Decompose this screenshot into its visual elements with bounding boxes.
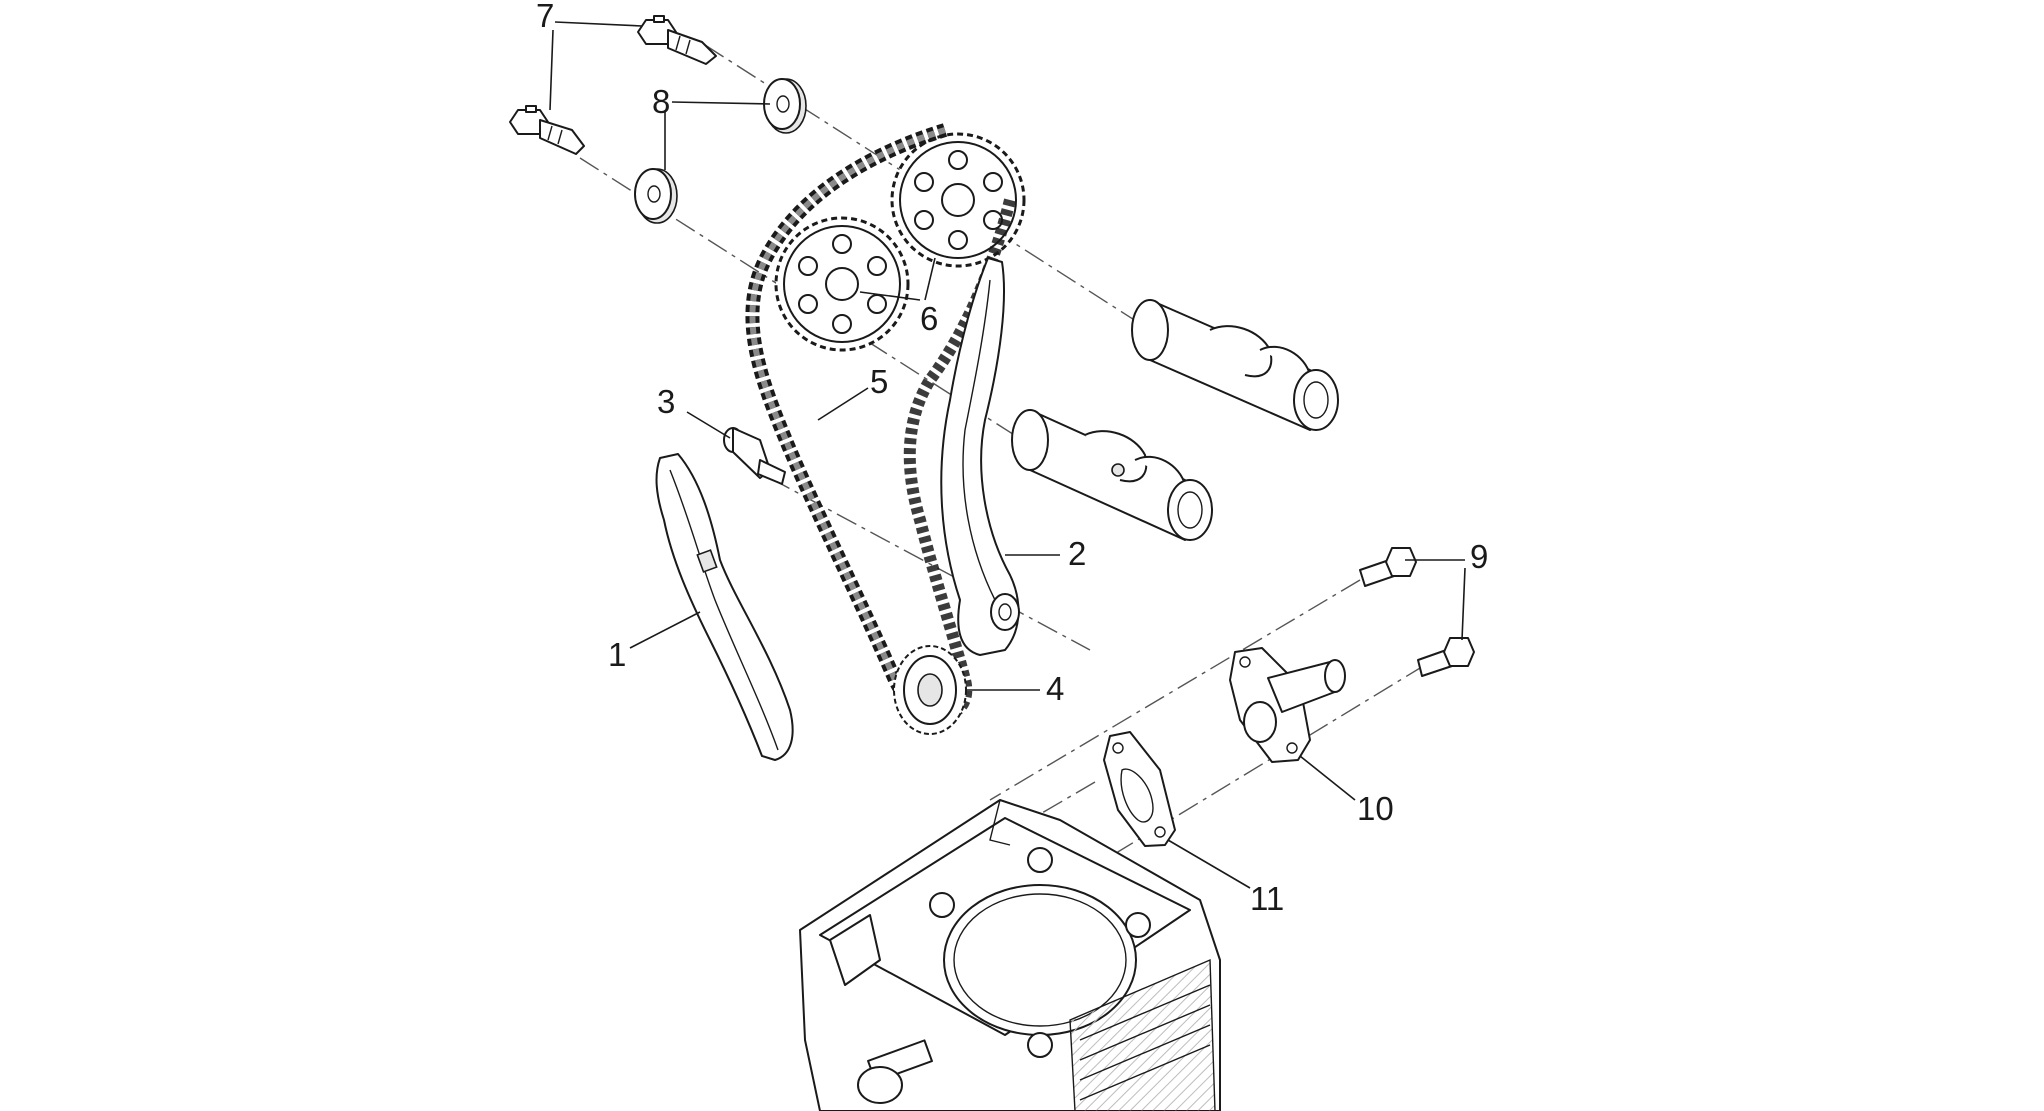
callout-5: 5 xyxy=(870,363,888,400)
cylinder-block xyxy=(799,799,1221,1111)
camshaft-exhaust xyxy=(1131,299,1339,431)
callout-7: 7 xyxy=(536,0,554,34)
bolt-lower xyxy=(509,105,585,155)
washer-upper xyxy=(763,78,807,134)
camshaft-intake xyxy=(1011,409,1213,541)
chain-tensioner xyxy=(1229,647,1346,763)
washer-lower xyxy=(634,168,678,224)
sprocket-intake xyxy=(774,216,910,352)
tensioner-bolt-upper xyxy=(1359,547,1417,587)
callout-2: 2 xyxy=(1068,535,1086,572)
callout-8: 8 xyxy=(652,83,670,120)
sprocket-exhaust xyxy=(890,132,1026,268)
callout-9: 9 xyxy=(1470,538,1488,575)
chain-guide-fixed xyxy=(940,257,1020,656)
crank-sprocket xyxy=(893,645,967,735)
chain-guide-tensioner xyxy=(655,453,794,761)
bolt-upper xyxy=(637,15,717,65)
callout-3: 3 xyxy=(657,383,675,420)
pivot-pin xyxy=(723,427,786,485)
tensioner-gasket xyxy=(1103,731,1176,847)
tensioner-bolt-lower xyxy=(1417,637,1475,677)
callout-labels: 1 2 3 4 5 6 7 8 9 10 11 xyxy=(536,0,1488,917)
callout-1: 1 xyxy=(608,636,626,673)
callout-4: 4 xyxy=(1046,670,1064,707)
callout-10: 10 xyxy=(1357,790,1394,827)
callout-11: 11 xyxy=(1250,880,1284,917)
callout-6: 6 xyxy=(920,300,938,337)
leader-lines xyxy=(549,21,1466,889)
